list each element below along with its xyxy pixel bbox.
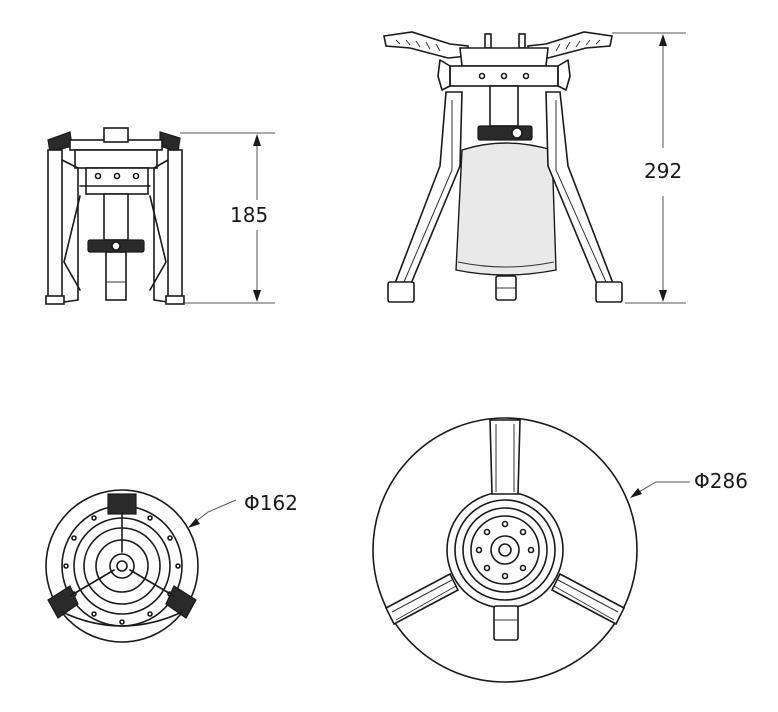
side-view-height-label: 185	[230, 203, 268, 227]
open-diameter-dimension: Φ286	[630, 469, 748, 498]
bottom-view-open-stove	[372, 417, 638, 683]
side-view-height-dimension: 185	[180, 132, 275, 304]
front-view-open-stove	[383, 31, 623, 303]
side-view-folded-stove	[45, 127, 185, 305]
open-diameter-label: Φ286	[694, 469, 748, 493]
front-view-height-dimension: 292	[612, 32, 686, 304]
folded-diameter-dimension: Φ162	[188, 491, 298, 528]
bottom-view-folded-stove	[45, 489, 199, 643]
front-view-height-label: 292	[644, 159, 682, 183]
folded-diameter-label: Φ162	[244, 491, 298, 515]
bottom-large-bolt-ring	[475, 520, 535, 580]
